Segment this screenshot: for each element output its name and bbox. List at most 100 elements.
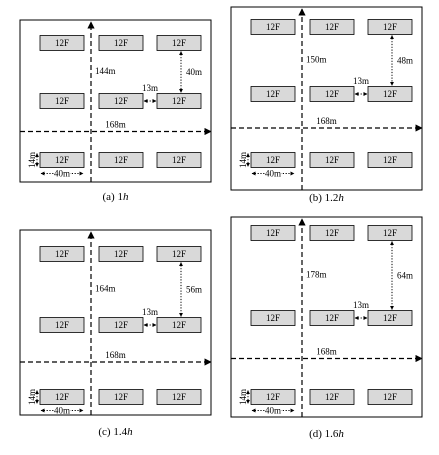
building-label: 12F xyxy=(55,249,69,259)
building-width-label-bg xyxy=(54,406,70,415)
building: 12F xyxy=(309,389,355,405)
building: 12F xyxy=(250,19,296,35)
building-block xyxy=(250,152,296,168)
building: 12F xyxy=(156,152,202,168)
building-block xyxy=(309,310,355,326)
building-block xyxy=(39,93,85,109)
building-width-label-bg xyxy=(265,169,281,178)
building-block xyxy=(156,152,202,168)
panel-caption: (d) 1.6h xyxy=(309,428,344,440)
building-label: 12F xyxy=(55,38,69,48)
building-label: 12F xyxy=(172,96,186,106)
building-label: 12F xyxy=(55,155,69,165)
building-label: 12F xyxy=(114,392,128,402)
building-label: 12F xyxy=(55,320,69,330)
building: 12F xyxy=(39,246,85,262)
building-label: 12F xyxy=(266,155,280,165)
building-label: 12F xyxy=(383,155,397,165)
building-block xyxy=(98,389,144,405)
building-label: 12F xyxy=(172,38,186,48)
building-block xyxy=(39,317,85,333)
building: 12F xyxy=(367,86,413,102)
building-block xyxy=(98,152,144,168)
building-block xyxy=(309,225,355,241)
building-block xyxy=(367,225,413,241)
building-label: 12F xyxy=(114,320,128,330)
building-width-label: 40m xyxy=(54,169,70,179)
site-width-label: 168m xyxy=(316,347,337,357)
caption-prefix: (c) 1.4 xyxy=(98,426,127,438)
caption-prefix: (d) 1.6 xyxy=(309,428,339,440)
building: 12F xyxy=(98,317,144,333)
building-label: 12F xyxy=(172,155,186,165)
building-label: 12F xyxy=(114,155,128,165)
column-gap-label: 13m xyxy=(142,83,158,93)
building: 12F xyxy=(39,152,85,168)
building-block xyxy=(98,246,144,262)
building: 12F xyxy=(367,19,413,35)
building: 12F xyxy=(250,310,296,326)
caption-variable: h xyxy=(127,426,133,438)
building-block xyxy=(250,86,296,102)
building: 12F xyxy=(250,152,296,168)
building-block xyxy=(367,86,413,102)
building: 12F xyxy=(367,152,413,168)
building: 12F xyxy=(250,225,296,241)
building-block xyxy=(367,19,413,35)
building-block xyxy=(98,35,144,51)
site-depth-label: 144m xyxy=(95,66,116,76)
building: 12F xyxy=(156,35,202,51)
site-width-label: 168m xyxy=(105,120,126,130)
building: 12F xyxy=(309,152,355,168)
building: 12F xyxy=(309,310,355,326)
site-width-label: 168m xyxy=(105,350,126,360)
building-block xyxy=(250,19,296,35)
building-block xyxy=(309,19,355,35)
building-label: 12F xyxy=(266,228,280,238)
building: 12F xyxy=(156,246,202,262)
column-gap-label: 13m xyxy=(142,307,158,317)
building-label: 12F xyxy=(114,249,128,259)
building: 12F xyxy=(98,35,144,51)
building-block xyxy=(367,310,413,326)
building-height-label: 14m xyxy=(27,389,37,405)
building: 12F xyxy=(309,225,355,241)
building: 12F xyxy=(156,317,202,333)
building-label: 12F xyxy=(325,155,339,165)
row-spacing-label: 48m xyxy=(397,56,413,66)
row-spacing-label: 64m xyxy=(397,271,413,281)
caption-prefix: (b) 1.2 xyxy=(309,192,338,204)
site-depth-label: 164m xyxy=(95,284,116,294)
building: 12F xyxy=(98,246,144,262)
building-width-label: 40m xyxy=(265,169,281,179)
panel-caption: (c) 1.4h xyxy=(98,426,133,438)
building-label: 12F xyxy=(325,89,339,99)
building-block xyxy=(309,86,355,102)
building-label: 12F xyxy=(325,392,339,402)
site-width-label: 168m xyxy=(316,116,337,126)
building-label: 12F xyxy=(383,22,397,32)
building: 12F xyxy=(156,93,202,109)
building-block xyxy=(250,310,296,326)
building: 12F xyxy=(39,35,85,51)
panel-caption: (a) 1h xyxy=(103,191,129,203)
column-gap-label: 13m xyxy=(353,76,369,86)
building-label: 12F xyxy=(172,320,186,330)
building: 12F xyxy=(39,317,85,333)
building-height-label: 14m xyxy=(238,152,248,168)
building-label: 12F xyxy=(383,392,397,402)
building: 12F xyxy=(250,389,296,405)
building: 12F xyxy=(309,86,355,102)
building-label: 12F xyxy=(325,313,339,323)
column-gap-label: 13m xyxy=(353,300,369,310)
building-label: 12F xyxy=(172,392,186,402)
building-label: 12F xyxy=(383,313,397,323)
building-block xyxy=(156,93,202,109)
building-block xyxy=(367,389,413,405)
site-depth-label: 150m xyxy=(306,55,327,65)
